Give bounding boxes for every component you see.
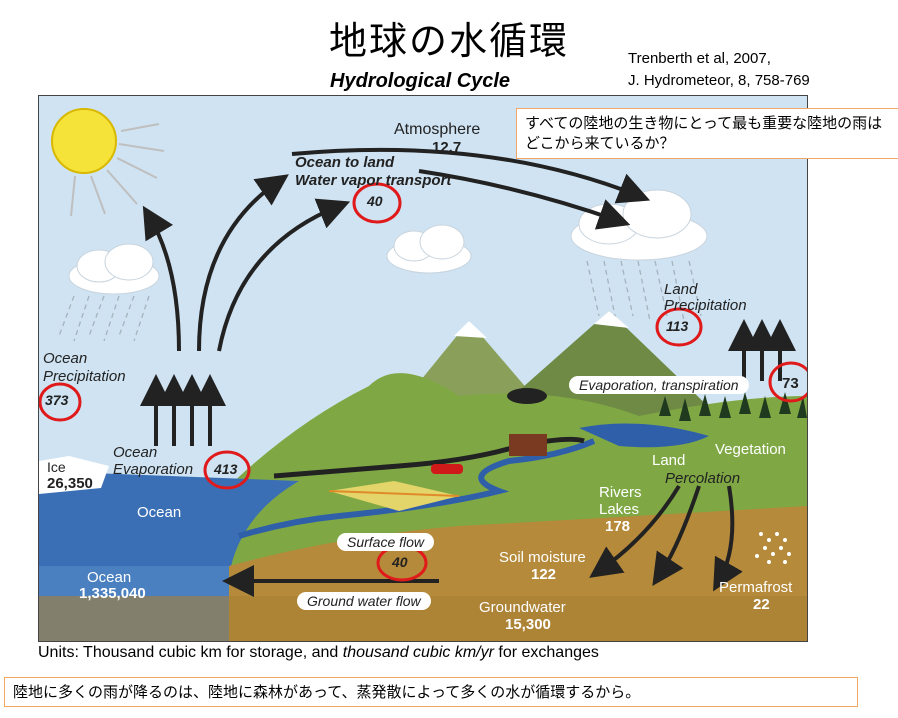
transport-label-line2: Water vapor transport — [295, 172, 452, 189]
ocean-precip-label-line1: Ocean — [43, 350, 88, 367]
surface-flow-label: Surface flow — [337, 533, 435, 551]
ocean-evap-label-line2: Evaporation — [113, 461, 194, 478]
callout-top: すべての陸地の生き物にとって最も重要な陸地の雨はどこから来ているか？ — [516, 108, 898, 159]
ice-sheet — [39, 456, 109, 494]
ocean-evap-label-line1: Ocean — [113, 444, 158, 461]
groundwater-value: 15,300 — [505, 616, 551, 633]
units-note-italic: thousand cubic km/yr — [342, 644, 494, 661]
land-precip-label-line1: Land — [664, 281, 698, 298]
land-precip-label-line2: Precipitation — [664, 297, 747, 314]
evap-transp-label: Evaporation, transpiration — [569, 376, 749, 394]
units-note-suffix: for exchanges — [493, 644, 599, 661]
hydrological-cycle-diagram: Atmosphere 12.7 Ocean to land Water vapo… — [38, 95, 808, 642]
ice-label: Ice — [47, 459, 66, 475]
atmosphere-label: Atmosphere — [394, 121, 481, 138]
land-precip-value: 113 — [666, 318, 689, 334]
rain-ocean — [58, 295, 150, 342]
sun-icon — [51, 108, 165, 217]
rain-land — [586, 260, 702, 322]
ocean-precip-label-line2: Precipitation — [43, 368, 126, 385]
rivers-label: Rivers — [599, 484, 642, 501]
citation-line-2: J. Hydrometeor, 8, 758-769 — [628, 72, 810, 89]
factory — [509, 434, 547, 456]
slide-title: 地球の水循環 — [328, 19, 569, 63]
diagram-illustration — [39, 96, 807, 641]
cloud-ocean — [68, 243, 160, 295]
cloud-middle — [386, 224, 472, 274]
land-label: Land — [652, 452, 686, 469]
lakes-label: Lakes — [599, 501, 640, 518]
ocean-evap-value: 413 — [214, 461, 238, 477]
ocean-surface — [39, 471, 299, 576]
lake — [579, 423, 709, 448]
atmosphere-value: 12.7 — [432, 139, 462, 156]
ocean-storage-value: 1,335,040 — [79, 585, 146, 602]
ocean-precip-value: 373 — [45, 392, 69, 408]
percolation-label: Percolation — [665, 470, 741, 487]
rivers-value: 178 — [605, 518, 631, 535]
soil-moisture-label: Soil moisture — [499, 549, 586, 566]
vegetation-label: Vegetation — [715, 441, 786, 458]
surface-flow-value: 40 — [392, 554, 408, 570]
ocean-label: Ocean — [137, 504, 182, 521]
road — [273, 436, 585, 479]
permafrost-label: Permafrost — [719, 579, 793, 596]
transport-label-line1: Ocean to land — [295, 154, 395, 171]
groundwater-label: Groundwater — [479, 599, 566, 616]
diagram-subtitle: Hydrological Cycle — [330, 70, 511, 92]
soil-moisture-value: 122 — [531, 566, 557, 583]
ice-value: 26,350 — [47, 475, 93, 492]
units-note-prefix: Units: Thousand cubic km for storage, an… — [38, 644, 343, 661]
transport-value: 40 — [367, 193, 383, 209]
ocean-storage-label: Ocean — [87, 569, 132, 586]
river — [238, 438, 596, 539]
forest — [659, 392, 807, 421]
callout-bottom: 陸地に多くの雨が降るのは、陸地に森林があって、蒸発散によって多くの水が循環するか… — [4, 677, 858, 708]
units-note: Units: Thousand cubic km for storage, an… — [38, 644, 599, 662]
evap-transp-value: 73 — [782, 375, 799, 392]
ground-water-flow-label: Ground water flow — [297, 592, 431, 610]
car — [431, 464, 463, 474]
highlight-circles — [39, 182, 807, 582]
field — [329, 481, 459, 511]
citation-line-1: Trenberth et al, 2007, — [628, 50, 771, 67]
permafrost-dots — [755, 532, 791, 564]
permafrost-value: 22 — [753, 596, 770, 613]
